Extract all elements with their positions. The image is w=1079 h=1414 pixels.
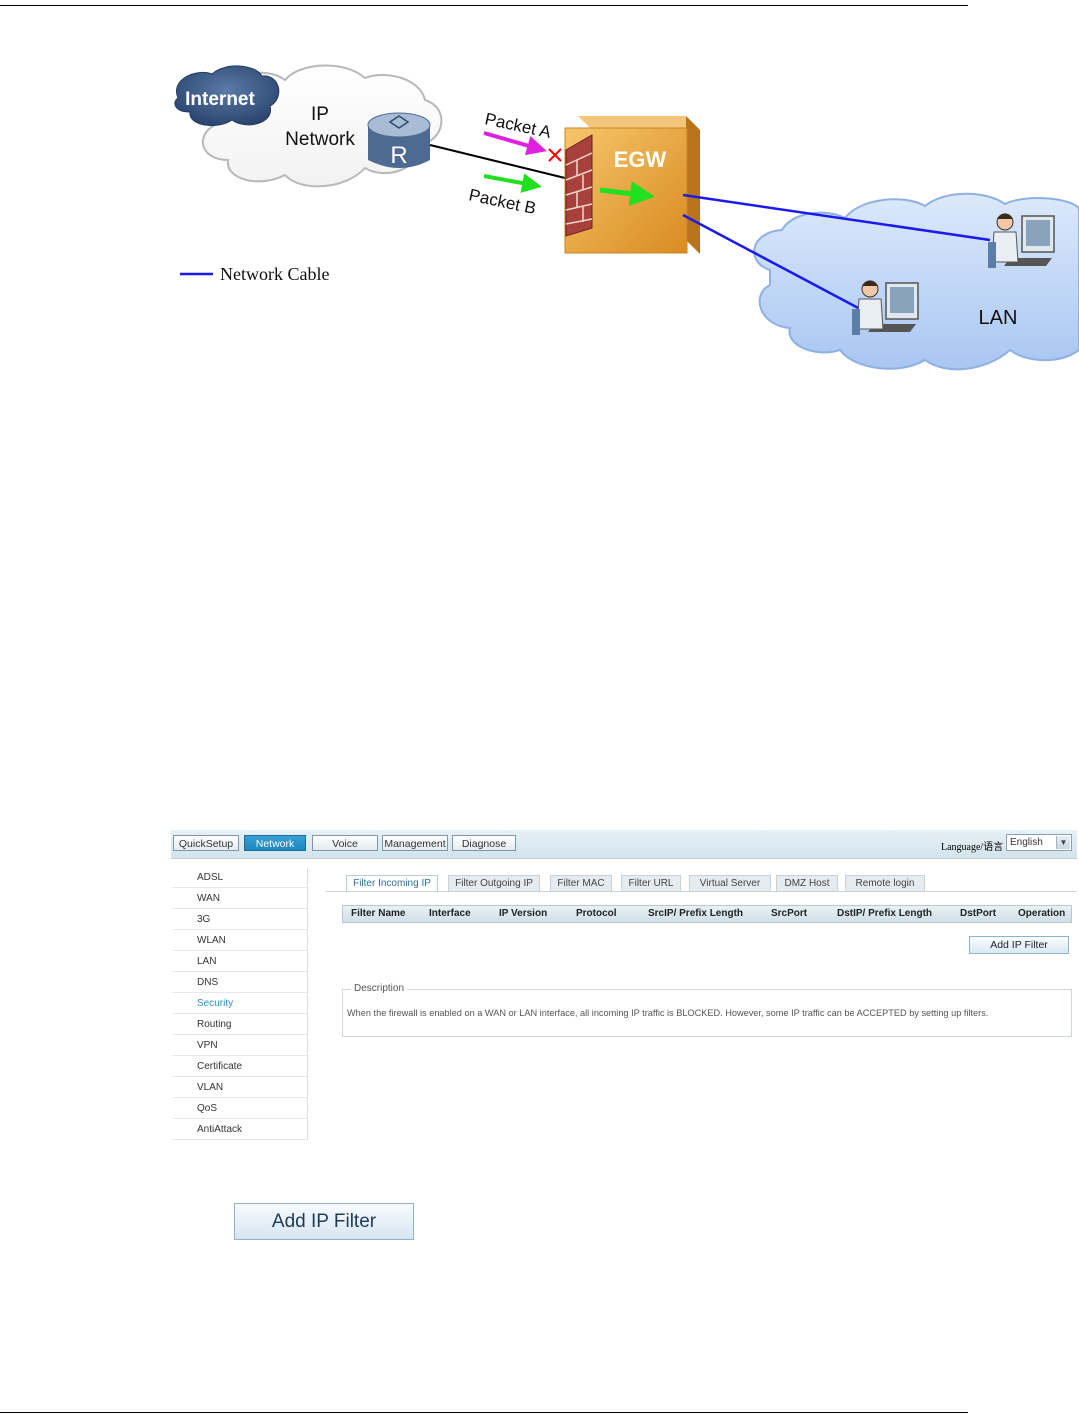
tab-filter-outgoing-ip[interactable]: Filter Outgoing IP [448, 875, 540, 891]
description-box: Description When the firewall is enabled… [342, 983, 1072, 1037]
pc-user-icon-2 [852, 280, 919, 335]
packet-a-arrow [483, 131, 547, 156]
top-nav-bar: QuickSetup Network Voice Management Diag… [171, 830, 1077, 859]
tab-virtual-server[interactable]: Virtual Server [689, 875, 771, 891]
tab-divider [326, 891, 1076, 892]
egw-pass-arrow [599, 181, 655, 207]
nav-tab-voice[interactable]: Voice [312, 835, 378, 851]
tab-dmz-host[interactable]: DMZ Host [776, 875, 838, 891]
sidebar-item-wlan[interactable]: WLAN [173, 931, 307, 951]
nav-tab-network[interactable]: Network [244, 835, 306, 851]
sidebar-item-certificate[interactable]: Certificate [173, 1057, 307, 1077]
sidebar-item-routing[interactable]: Routing [173, 1015, 307, 1035]
language-label: Language/语言 [941, 842, 1004, 853]
tab-filter-incoming-ip[interactable]: Filter Incoming IP [346, 875, 438, 891]
footer-rule [0, 1412, 968, 1413]
packet-b-arrow [483, 173, 542, 193]
main-panel: Filter Incoming IP Filter Outgoing IP Fi… [326, 868, 1076, 1142]
col-ip-version: IP Version [499, 908, 548, 919]
firewall-wall-icon [565, 134, 593, 237]
col-dstport: DstPort [960, 908, 997, 919]
pc-user-icon-1 [988, 213, 1055, 268]
sidebar-item-antiattack[interactable]: AntiAttack [173, 1120, 307, 1140]
col-dstip: DstIP/ Prefix Length [837, 908, 933, 919]
filter-table-header: Filter Name Interface IP Version Protoco… [342, 905, 1072, 923]
internet-label: Internet [185, 89, 255, 110]
col-srcport: SrcPort [771, 908, 808, 919]
egw-label: EGW [614, 147, 667, 172]
router-icon: R [367, 112, 431, 169]
description-title: Description [351, 983, 408, 994]
internet-cloud: Internet [174, 65, 280, 127]
nav-tab-quicksetup[interactable]: QuickSetup [173, 835, 239, 851]
col-interface: Interface [429, 908, 471, 919]
tab-filter-mac[interactable]: Filter MAC [550, 875, 612, 891]
nav-tab-diagnose[interactable]: Diagnose [452, 835, 516, 851]
sidebar-item-vlan[interactable]: VLAN [173, 1078, 307, 1098]
wan-cable [429, 144, 566, 179]
sidebar-item-wan[interactable]: WAN [173, 889, 307, 909]
col-srcip: SrcIP/ Prefix Length [648, 908, 744, 919]
sidebar-item-security[interactable]: Security [173, 994, 307, 1014]
sidebar-item-3g[interactable]: 3G [173, 910, 307, 930]
col-protocol: Protocol [576, 908, 617, 919]
blocked-icon [548, 148, 562, 162]
header-rule [0, 5, 968, 6]
ip-network-label-line2: Network [285, 129, 355, 150]
sidebar-item-adsl[interactable]: ADSL [173, 868, 307, 888]
add-ip-filter-button-large[interactable]: Add IP Filter [234, 1203, 414, 1240]
packet-b-label: Packet B [467, 185, 538, 218]
sidebar-item-lan[interactable]: LAN [173, 952, 307, 972]
router-web-ui: QuickSetup Network Voice Management Diag… [171, 830, 1077, 1142]
tab-filter-url[interactable]: Filter URL [621, 875, 681, 891]
chevron-down-icon[interactable]: ▼ [1056, 836, 1070, 849]
nav-tab-management[interactable]: Management [382, 835, 448, 851]
router-letter: R [390, 142, 407, 169]
language-select[interactable]: English ▼ [1006, 834, 1072, 851]
description-text: When the firewall is enabled on a WAN or… [347, 1008, 989, 1018]
sidebar-item-dns[interactable]: DNS [173, 973, 307, 993]
add-ip-filter-button[interactable]: Add IP Filter [969, 936, 1069, 954]
tab-remote-login[interactable]: Remote login [845, 875, 925, 891]
firewall-diagram: Internet IP Network R Packet A Packet B … [174, 64, 1079, 371]
col-operation: Operation [1018, 908, 1066, 919]
lan-cable-1 [682, 193, 991, 242]
col-filter-name: Filter Name [351, 908, 406, 919]
language-value: English [1010, 837, 1043, 848]
ip-network-label-line1: IP [311, 104, 329, 125]
legend-label: Network Cable [220, 264, 329, 284]
lan-cable-2 [682, 213, 863, 312]
lan-label: LAN [979, 307, 1018, 329]
sidebar-item-qos[interactable]: QoS [173, 1099, 307, 1119]
sidebar: ADSL WAN 3G WLAN LAN DNS Security Routin… [173, 868, 308, 1140]
sidebar-item-vpn[interactable]: VPN [173, 1036, 307, 1056]
